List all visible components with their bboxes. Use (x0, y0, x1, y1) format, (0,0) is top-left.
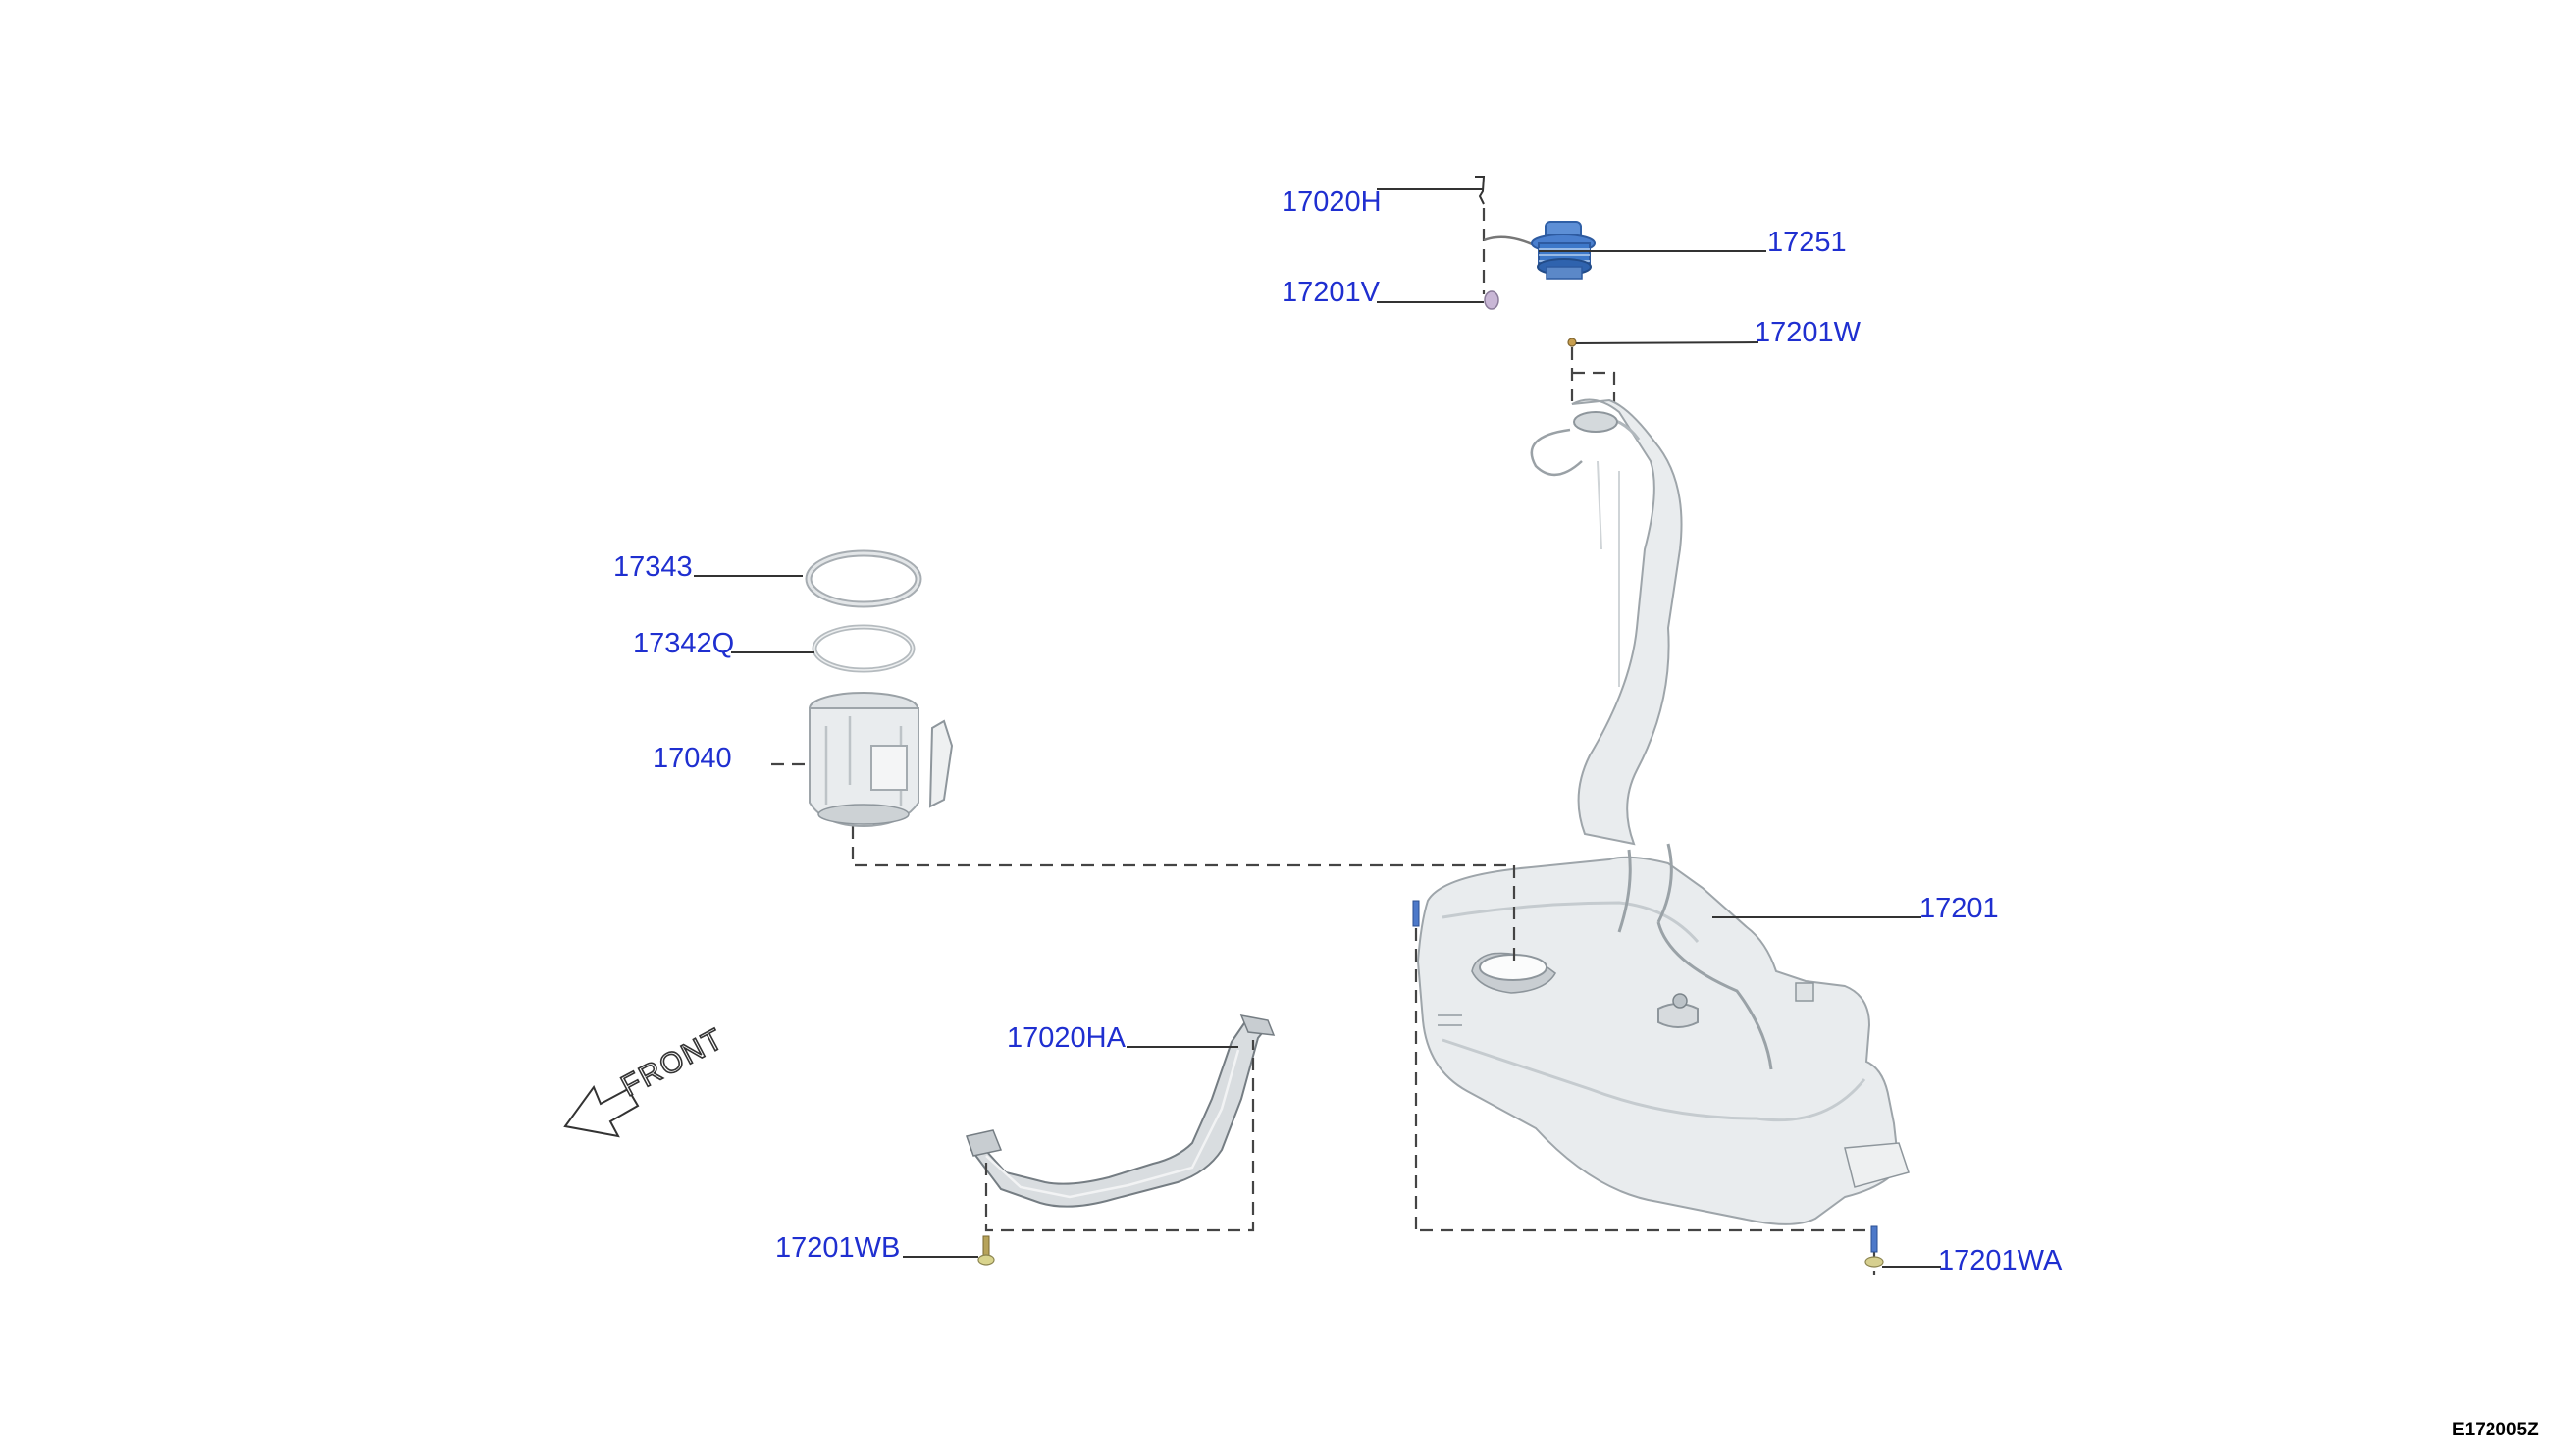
front-label: FRONT (616, 1022, 730, 1103)
filler-cap-tether (1475, 176, 1540, 310)
tank-strap (966, 1014, 1276, 1208)
callout-17201W[interactable]: 17201W (1755, 317, 1862, 348)
callout-17040[interactable]: 17040 (653, 743, 732, 774)
callout-17251[interactable]: 17251 (1767, 227, 1847, 258)
callout-17020H[interactable]: 17020H (1282, 186, 1382, 218)
diagram-id: E172005Z (2452, 1420, 2539, 1440)
filler-screw (1567, 338, 1616, 402)
front-direction-arrow-icon: FRONT (563, 1021, 730, 1138)
pump-gasket (812, 624, 916, 673)
pump-to-tank-dash (851, 826, 1516, 962)
callout-17201WA[interactable]: 17201WA (1938, 1245, 2063, 1276)
callout-17342Q[interactable]: 17342Q (633, 628, 734, 659)
tank-bolt-upper (1412, 900, 1420, 1236)
fuel-tank (1416, 843, 1910, 1225)
leader-lines (694, 188, 1941, 1268)
pump-lock-ring (805, 549, 922, 608)
tank-bolt-lower (1864, 1225, 1884, 1268)
callout-17201[interactable]: 17201 (1919, 893, 1999, 924)
strap-bolt (977, 1235, 995, 1266)
fuel-pump-module (809, 692, 954, 828)
callout-17201WB[interactable]: 17201WB (775, 1232, 900, 1264)
callout-17201V[interactable]: 17201V (1282, 277, 1381, 308)
fuel-filler-neck (1530, 398, 1683, 846)
callout-17020HA[interactable]: 17020HA (1007, 1022, 1127, 1054)
fuel-filler-cap (1531, 221, 1596, 280)
callout-17343[interactable]: 17343 (613, 551, 693, 583)
tank-mount-dash (1420, 1228, 1876, 1275)
